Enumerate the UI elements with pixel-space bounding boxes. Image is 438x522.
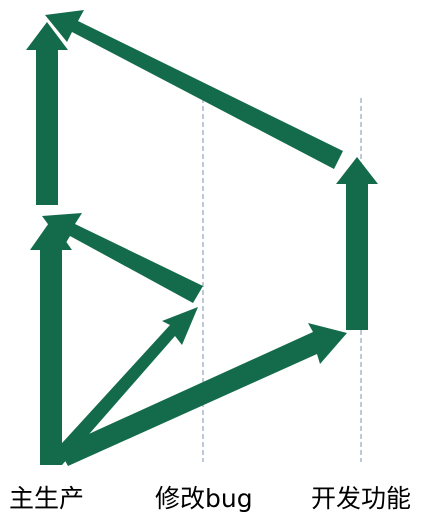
bugfix-to-main-arrow — [42, 213, 203, 303]
feature-to-main-arrow — [45, 10, 343, 169]
feature-branch-up-arrow — [336, 157, 378, 330]
main-to-feature-arrow — [58, 323, 347, 466]
feature-branch-label: 开发功能 — [311, 484, 412, 513]
main-branch-upper-arrow — [26, 22, 68, 205]
main-to-bugfix-arrow — [44, 307, 198, 465]
bugfix-branch-label: 修改bug — [155, 484, 253, 513]
main-branch-lower-arrow — [30, 220, 72, 465]
main-branch-label: 主生产 — [9, 484, 85, 513]
